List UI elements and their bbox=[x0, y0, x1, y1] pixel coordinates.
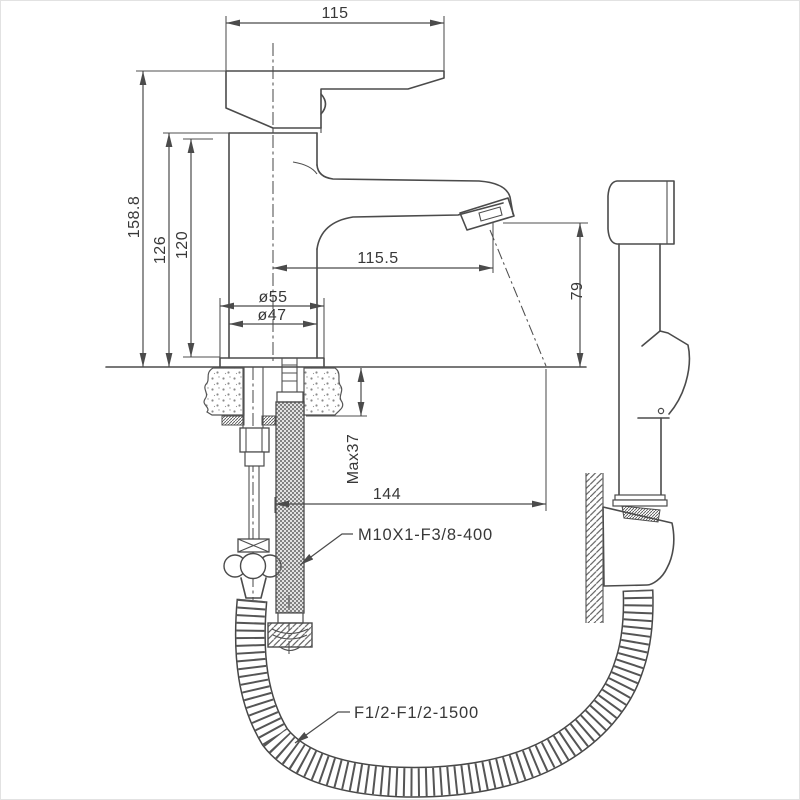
handle-collar-lower bbox=[612, 499, 668, 507]
handle-collar-upper bbox=[614, 494, 666, 501]
dim-text-120: 120 bbox=[174, 231, 191, 259]
countertop-left-chunk bbox=[203, 367, 245, 416]
leader-supply-hose bbox=[299, 533, 353, 566]
stud-block bbox=[244, 451, 265, 467]
hygienic-shower bbox=[585, 180, 691, 623]
f38-nut bbox=[267, 622, 313, 648]
extension-lines bbox=[136, 16, 588, 513]
shower-head bbox=[607, 180, 675, 245]
countertop-section bbox=[105, 366, 587, 426]
dim-text-d55: ø55 bbox=[258, 289, 287, 306]
mounting-washer-left bbox=[221, 415, 245, 426]
dim-text-115: 115 bbox=[321, 5, 348, 22]
handle-lever bbox=[225, 70, 445, 129]
spout-underside bbox=[316, 202, 504, 250]
dim-text-144: 144 bbox=[373, 486, 401, 503]
mounting-nut bbox=[239, 427, 270, 453]
label-shower-hose: F1/2-F1/2-1500 bbox=[354, 704, 479, 722]
spout-top-edge bbox=[316, 164, 514, 215]
aerator-screen bbox=[478, 206, 503, 222]
cartridge-collar bbox=[272, 128, 322, 133]
mounting-nut-facets bbox=[245, 428, 263, 452]
mounting-washer-right bbox=[261, 415, 276, 426]
shank-tube bbox=[242, 367, 264, 428]
dimension-lines bbox=[139, 19, 584, 744]
aerator-housing bbox=[459, 197, 515, 231]
braided-sleeve bbox=[275, 401, 305, 614]
countertop-right-chunk bbox=[303, 367, 344, 416]
supply-hose bbox=[267, 358, 313, 652]
trigger-pivot bbox=[657, 407, 665, 415]
label-supply-hose: M10X1-F3/8-400 bbox=[358, 526, 493, 544]
threaded-rod bbox=[248, 466, 260, 539]
f38-nut-lip bbox=[279, 646, 301, 652]
crimp-collar bbox=[276, 391, 304, 403]
dimension-texts: 115 158.8 126 120 ø55 ø47 115.5 79 Max37… bbox=[126, 5, 586, 722]
base-flange bbox=[219, 357, 325, 368]
wall-edges bbox=[585, 473, 604, 623]
spout-fillet bbox=[292, 161, 318, 175]
dim-text-79: 79 bbox=[569, 282, 586, 301]
dim-text-115-5: 115.5 bbox=[357, 250, 398, 267]
shower-hose bbox=[234, 589, 654, 798]
leader-shower-hose bbox=[294, 711, 350, 744]
wall-section bbox=[586, 473, 603, 623]
dim-text-158-8: 158.8 bbox=[126, 196, 143, 239]
handle-hinge-arc bbox=[320, 93, 327, 115]
dim-text-max37: Max37 bbox=[345, 434, 362, 485]
faucet bbox=[219, 70, 515, 368]
m10-tube bbox=[281, 358, 298, 393]
wall-bracket-cup bbox=[602, 506, 675, 587]
water-stream-line bbox=[489, 229, 547, 367]
dim-text-126: 126 bbox=[152, 236, 169, 264]
hose-end-collar bbox=[277, 612, 304, 624]
hose-adapter bbox=[240, 577, 267, 599]
trigger-notch bbox=[641, 330, 661, 347]
union-band-cross bbox=[237, 538, 270, 553]
trigger-lever bbox=[659, 330, 691, 415]
f38-nut-shading bbox=[271, 628, 309, 640]
fitting-ball-center bbox=[239, 552, 267, 580]
dim-text-d47: ø47 bbox=[257, 307, 286, 324]
